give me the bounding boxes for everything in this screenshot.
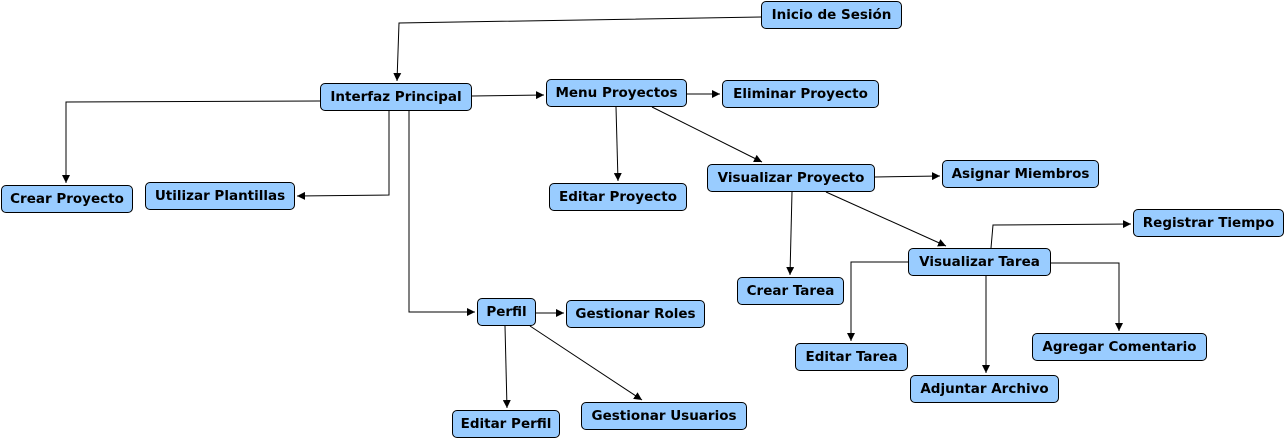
edge-inicio-interfaz [393, 16, 762, 82]
edge-visualizar-proyecto-crear-tarea [786, 191, 795, 276]
edge-visualizar-proyecto-visualizar-tarea [825, 191, 947, 247]
node-inicio-de-sesion[interactable]: Inicio de Sesión [761, 1, 902, 29]
edge-visualizar-tarea-editar-tarea [847, 261, 908, 341]
edge-interfaz-plantillas [296, 111, 390, 200]
node-crear-proyecto[interactable]: Crear Proyecto [1, 185, 133, 213]
node-editar-tarea[interactable]: Editar Tarea [795, 343, 908, 371]
node-editar-proyecto[interactable]: Editar Proyecto [549, 183, 687, 211]
edge-visualizar-proyecto-asignar [874, 172, 941, 181]
node-editar-perfil[interactable]: Editar Perfil [452, 410, 560, 438]
node-asignar-miembros[interactable]: Asignar Miembros [942, 160, 1099, 188]
edge-interfaz-menu [471, 91, 545, 100]
node-interfaz-principal[interactable]: Interfaz Principal [320, 83, 472, 111]
node-utilizar-plantillas[interactable]: Utilizar Plantillas [145, 182, 295, 210]
edge-perfil-usuarios [529, 325, 643, 401]
edge-visualizar-tarea-comentario [1051, 262, 1123, 331]
node-gestionar-usuarios[interactable]: Gestionar Usuarios [581, 402, 747, 430]
edge-menu-editar-proyecto [613, 106, 622, 182]
node-perfil[interactable]: Perfil [477, 298, 536, 326]
node-menu-proyectos[interactable]: Menu Proyectos [546, 79, 687, 107]
node-adjuntar-archivo[interactable]: Adjuntar Archivo [910, 375, 1059, 403]
node-registrar-tiempo[interactable]: Registrar Tiempo [1133, 209, 1284, 237]
edge-interfaz-perfil [408, 111, 475, 316]
node-gestionar-roles[interactable]: Gestionar Roles [566, 300, 705, 328]
node-visualizar-proyecto[interactable]: Visualizar Proyecto [707, 164, 875, 192]
node-eliminar-proyecto[interactable]: Eliminar Proyecto [722, 80, 879, 108]
edge-visualizar-tarea-registrar [990, 220, 1132, 249]
node-agregar-comentario[interactable]: Agregar Comentario [1032, 333, 1207, 361]
edge-interfaz-crear-proyecto [62, 100, 321, 183]
edge-perfil-editar-perfil [502, 325, 511, 409]
node-visualizar-tarea[interactable]: Visualizar Tarea [908, 248, 1051, 276]
node-crear-tarea[interactable]: Crear Tarea [737, 277, 844, 305]
edge-menu-visualizar-proyecto [651, 106, 763, 163]
